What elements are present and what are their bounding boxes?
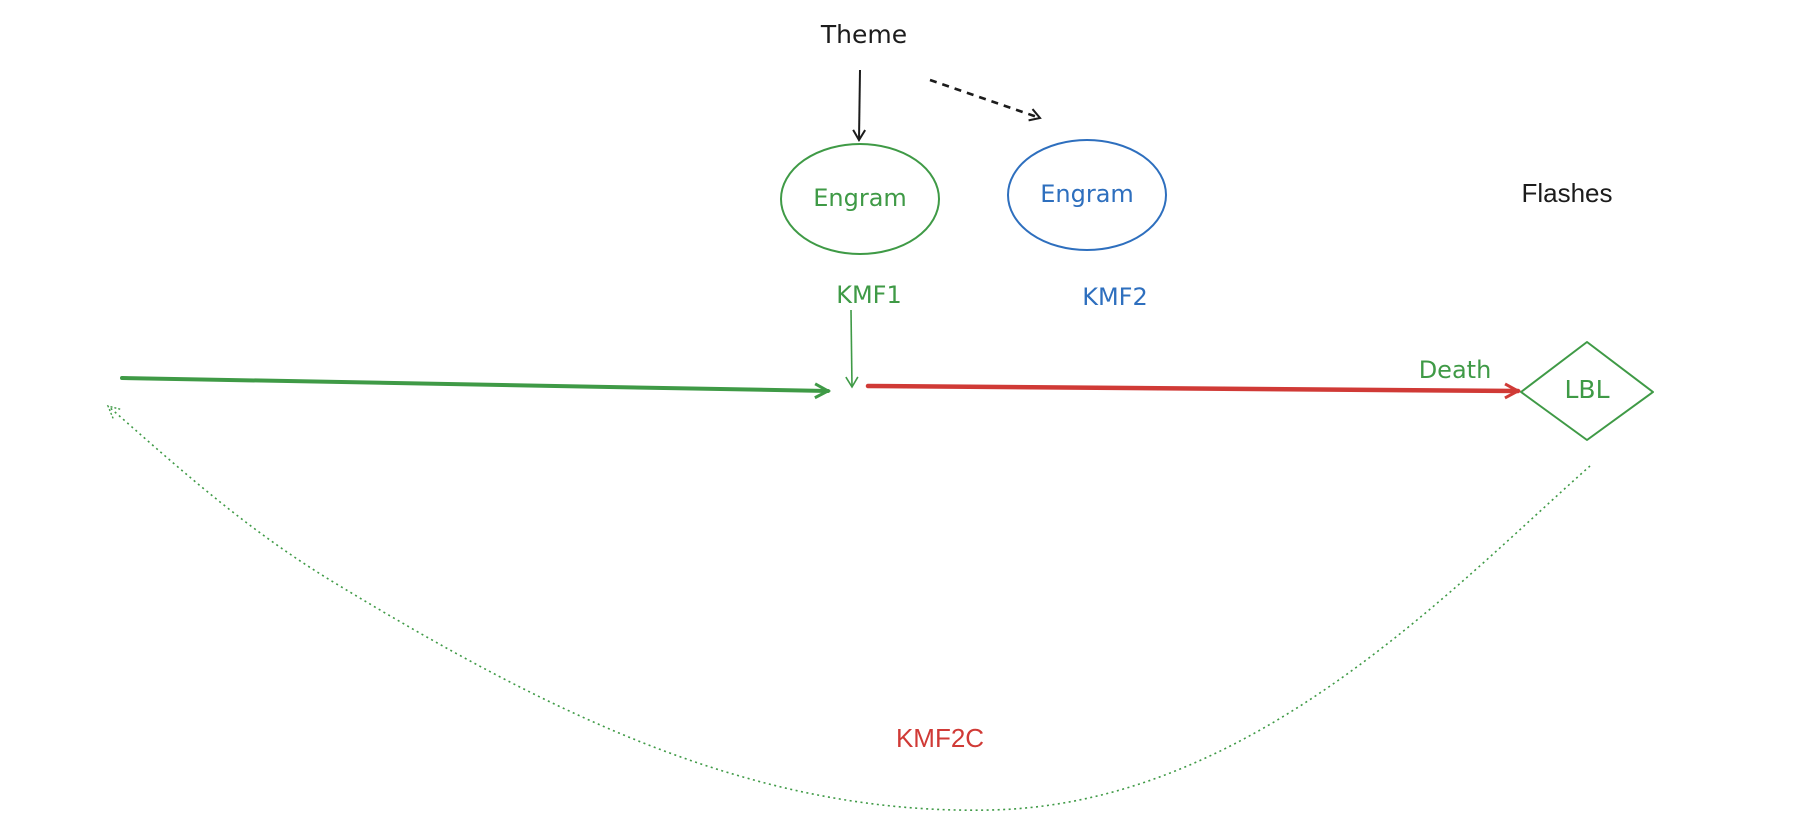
engram-node-green-label: Engram [813, 184, 907, 212]
kmf1-to-junction-arrow [845, 309, 859, 389]
theme-label: Theme [820, 20, 907, 49]
flashes-label: Flashes [1521, 178, 1612, 208]
lbl-diamond-node[interactable] [1520, 341, 1654, 441]
engram-node-green[interactable] [780, 143, 940, 255]
engram-node-blue[interactable] [1007, 139, 1167, 251]
theme-to-engram-dashed-arrow [929, 78, 1042, 122]
kmf2c-label: KMF2C [896, 723, 984, 753]
green-flow-arrow [120, 376, 832, 400]
kmf2-label: KMF2 [1082, 283, 1148, 311]
red-death-arrow [865, 382, 1522, 400]
kmf2c-return-dotted-arrow [106, 404, 1591, 811]
theme-to-engram-arrow [852, 69, 866, 142]
kmf1-label: KMF1 [836, 281, 902, 309]
death-label: Death [1419, 356, 1492, 384]
engram-node-blue-label: Engram [1040, 180, 1134, 208]
lbl-label: LBL [1564, 375, 1609, 404]
